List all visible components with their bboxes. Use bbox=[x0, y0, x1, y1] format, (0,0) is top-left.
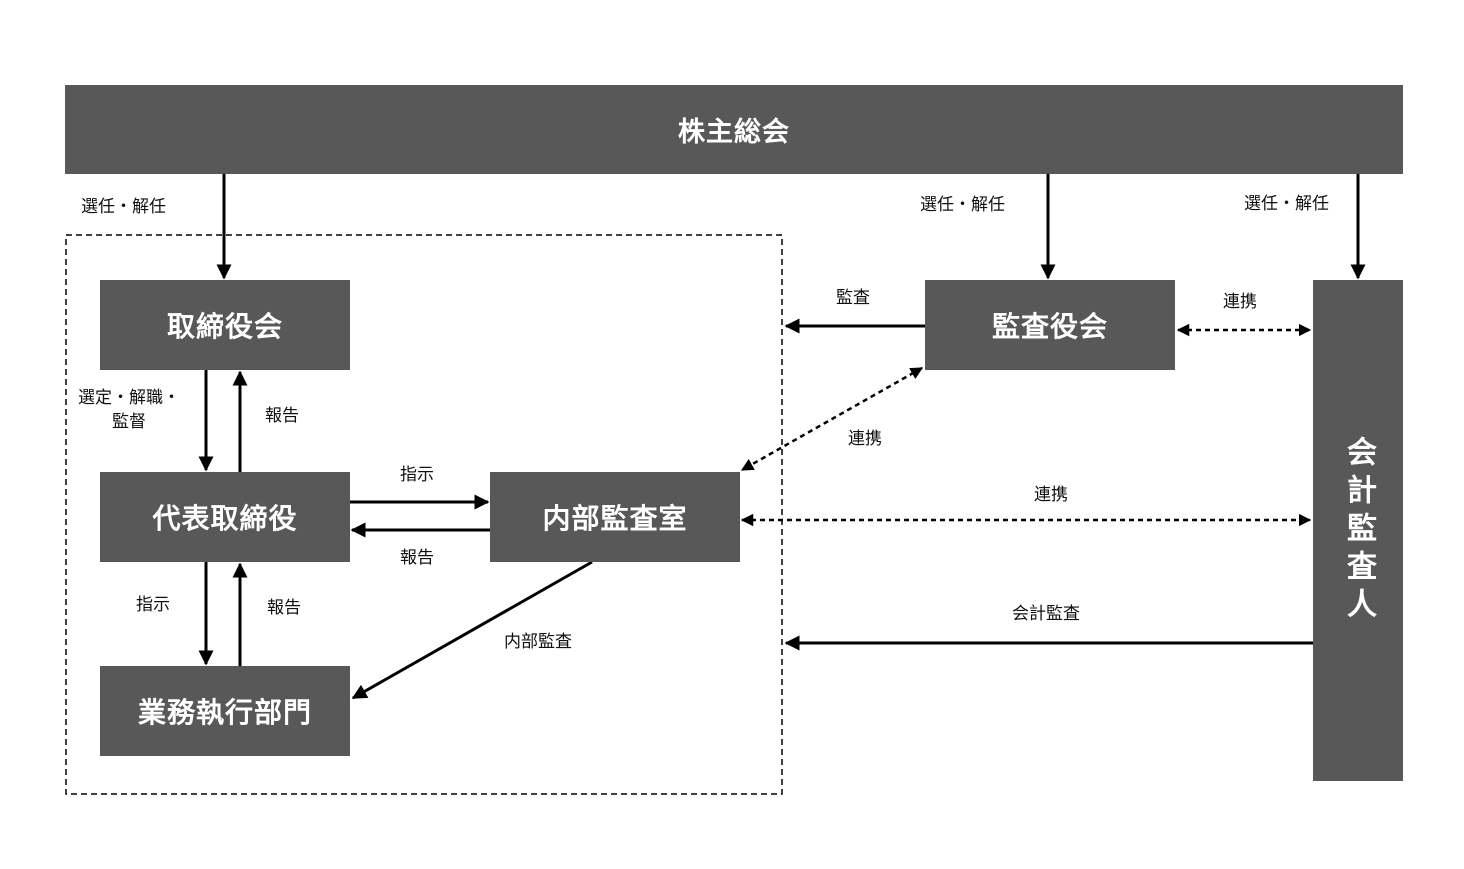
label-internal-audit: 内部監査 bbox=[504, 632, 572, 652]
label-instruct-business: 指示 bbox=[136, 595, 170, 615]
internal-audit-office-box: 内部監査室 bbox=[490, 472, 740, 562]
label-coop-internal-accounting: 連携 bbox=[1034, 485, 1068, 505]
label-report-board: 報告 bbox=[265, 406, 299, 426]
label-audit: 監査 bbox=[836, 288, 870, 308]
audit-board-box: 監査役会 bbox=[925, 280, 1175, 370]
business-execution-box: 業務執行部門 bbox=[100, 666, 350, 756]
arrow-internal-audit bbox=[351, 560, 593, 700]
board-of-directors-box: 取締役会 bbox=[100, 280, 350, 370]
label-elect-dismiss-board: 選任・解任 bbox=[81, 197, 166, 217]
arrow-coop-audit-internal bbox=[740, 366, 924, 472]
shareholders-meeting-box: 株主総会 bbox=[65, 85, 1403, 174]
label-elect-dismiss-accounting: 選任・解任 bbox=[1244, 194, 1329, 214]
label-accounting-audit: 会計監査 bbox=[1012, 604, 1080, 624]
accounting-auditor-box: 会計監査人 bbox=[1313, 280, 1403, 781]
label-instruct-internal: 指示 bbox=[400, 465, 434, 485]
representative-director-box: 代表取締役 bbox=[100, 472, 350, 562]
label-report-business: 報告 bbox=[267, 598, 301, 618]
label-elect-dismiss-audit: 選任・解任 bbox=[920, 195, 1005, 215]
label-coop-audit-accounting: 連携 bbox=[1223, 292, 1257, 312]
label-coop-audit-internal: 連携 bbox=[848, 429, 882, 449]
label-select-dismiss-supervise: 選定・解職・監督 bbox=[78, 388, 180, 432]
label-report-internal: 報告 bbox=[400, 548, 434, 568]
